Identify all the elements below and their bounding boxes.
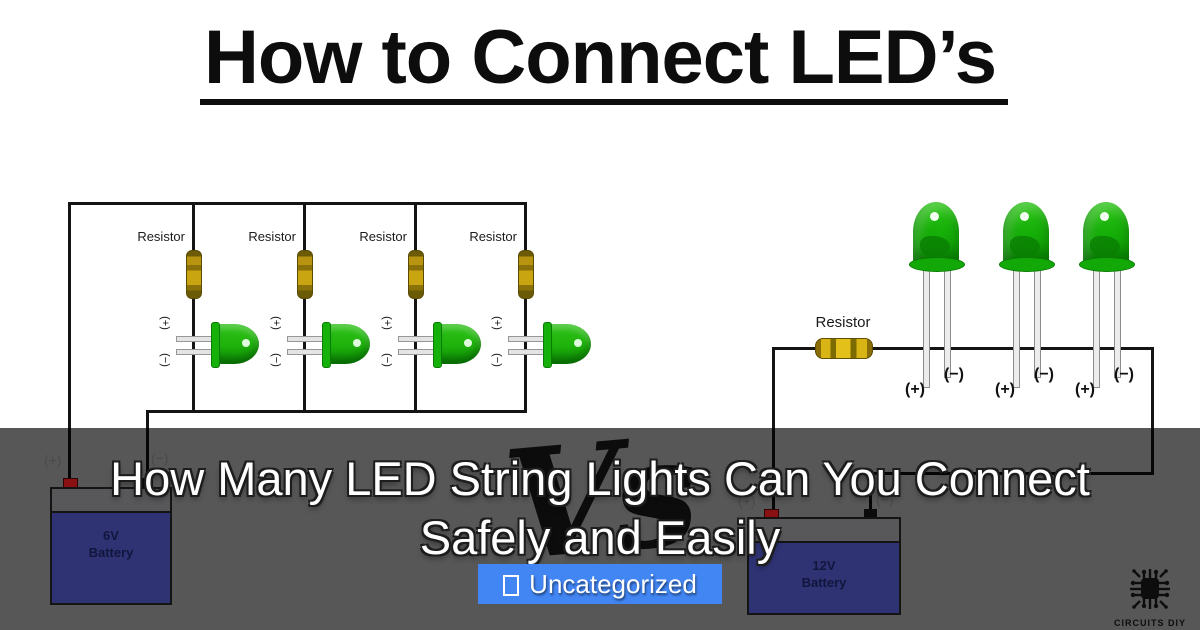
resistor (297, 250, 313, 299)
post-title-line2: Safely and Easily (419, 511, 781, 564)
polarity-minus: (−) (270, 353, 282, 367)
green-led (543, 322, 591, 368)
wire (414, 202, 417, 413)
battery-word: Battery (801, 575, 847, 590)
battery-voltage: 12V (812, 558, 836, 573)
wire (68, 202, 71, 480)
battery-top (749, 519, 899, 543)
battery-negative-terminal (140, 478, 153, 487)
polarity-minus: (−) (381, 353, 393, 367)
wire (1151, 347, 1154, 475)
led-lead (1093, 266, 1100, 388)
led-lead (1013, 266, 1020, 388)
resistor-label: Resistor (815, 314, 871, 331)
polarity-minus: (−) (944, 366, 964, 383)
resistor-label: Resistor (469, 229, 517, 244)
led-rim (909, 257, 965, 272)
resistor (815, 338, 873, 359)
battery-negative-terminal (864, 509, 877, 518)
category-label: Uncategorized (529, 568, 697, 599)
polarity-plus: (+) (995, 381, 1015, 398)
circuits-diy-logo: CIRCUITS DIY (1104, 566, 1196, 628)
battery-top (52, 489, 170, 513)
wire (68, 202, 527, 205)
category-badge[interactable]: Uncategorized (478, 564, 722, 604)
post-title-line1: How Many LED String Lights Can You Conne… (110, 452, 1090, 505)
polarity-plus: (+) (270, 316, 282, 330)
polarity-plus: (+) (381, 316, 393, 330)
polarity-plus: (+) (905, 381, 925, 398)
battery-plus-label: (+) (738, 493, 756, 509)
category-icon (503, 574, 520, 596)
battery-plus-label: (+) (44, 452, 62, 468)
wire (146, 410, 527, 413)
led-lead (1114, 266, 1121, 378)
post-title: How Many LED String Lights Can You Conne… (0, 449, 1200, 567)
resistor-label: Resistor (248, 229, 296, 244)
wire (192, 202, 195, 413)
polarity-minus: (−) (491, 353, 503, 367)
battery-12v: 12V Battery (747, 517, 901, 615)
polarity-minus: (−) (1034, 366, 1054, 383)
battery-minus-label: (−) (151, 450, 169, 466)
green-led (322, 322, 370, 368)
polarity-minus: (−) (159, 353, 171, 367)
battery-6v: 6V Battery (50, 487, 172, 605)
battery-minus-label: (−) (876, 491, 894, 507)
green-led (1083, 202, 1129, 266)
polarity-minus: (−) (1114, 366, 1134, 383)
green-led (1003, 202, 1049, 266)
title-underline (200, 99, 1008, 105)
resistor (408, 250, 424, 299)
battery-word: Battery (88, 545, 134, 560)
wire (524, 202, 527, 413)
led-rim (1079, 257, 1135, 272)
resistor-label: Resistor (137, 229, 185, 244)
page-title: How to Connect LED’s (203, 15, 997, 100)
resistor (186, 250, 202, 299)
led-lead (944, 266, 951, 378)
polarity-plus: (+) (491, 316, 503, 330)
logo-text: CIRCUITS DIY (1113, 618, 1186, 628)
wire (772, 347, 1154, 350)
led-rim (999, 257, 1055, 272)
green-led (433, 322, 481, 368)
battery-voltage: 6V (103, 528, 119, 543)
green-led (211, 322, 259, 368)
led-lead (1034, 266, 1041, 378)
resistor-label: Resistor (359, 229, 407, 244)
polarity-plus: (+) (1075, 381, 1095, 398)
green-led (913, 202, 959, 266)
led-lead (923, 266, 930, 388)
resistor (518, 250, 534, 299)
polarity-plus: (+) (159, 316, 171, 330)
battery-label: 6V Battery (52, 527, 170, 561)
battery-label: 12V Battery (749, 557, 899, 591)
circuits-diy-chip-icon (1130, 569, 1170, 609)
wire (303, 202, 306, 413)
